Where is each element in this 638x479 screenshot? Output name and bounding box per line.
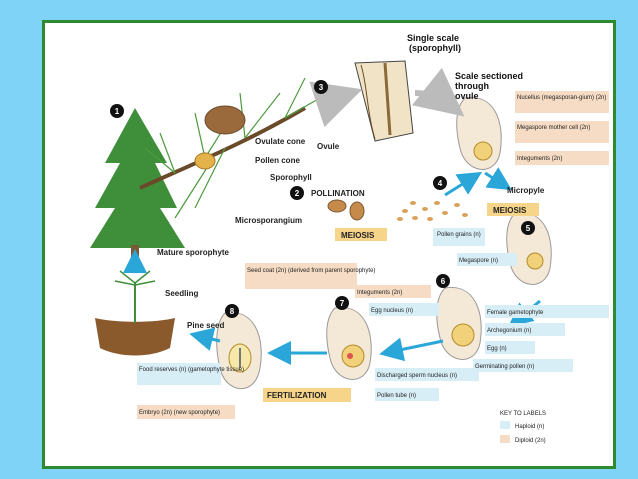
- germinating-pollen-box: [473, 359, 573, 372]
- label-embryo: Embryo (2n) (new sporophyte): [139, 410, 220, 416]
- nucellus-box: [515, 91, 609, 113]
- svg-text:5: 5: [526, 224, 531, 233]
- archegonium-box: [485, 323, 565, 336]
- arrow-to-section: [411, 67, 465, 117]
- integuments-top-box: [515, 151, 609, 165]
- label-scale-sectioned: Scale sectioned: [455, 71, 523, 81]
- svg-text:3: 3: [319, 83, 324, 92]
- arrow-3: [309, 81, 363, 128]
- svg-text:2: 2: [295, 189, 300, 198]
- label-meiosis-right: MEIOSIS: [493, 206, 527, 215]
- svg-text:7: 7: [340, 299, 345, 308]
- key-diploid-swatch: [500, 435, 510, 443]
- sporophyll-illustration: [327, 199, 347, 213]
- step-3: 3: [314, 80, 328, 94]
- diagram-frame: 1 2 3 4 5 6 7 8 Single scale (sporophyll…: [42, 20, 616, 469]
- svg-text:6: 6: [441, 277, 446, 286]
- arrow-ovule-to-meiosis: [484, 167, 513, 191]
- label-seed-coat: Seed coat (2n) (derived from parent spor…: [247, 268, 375, 274]
- key-diploid: Diploid (2n): [515, 438, 546, 444]
- svg-text:1: 1: [115, 107, 120, 116]
- svg-text:4: 4: [438, 179, 443, 188]
- step-5: 5: [521, 221, 535, 235]
- label-pollination: POLLINATION: [311, 189, 365, 198]
- ovule-circle: [473, 141, 493, 161]
- key-title: KEY TO LABELS: [500, 411, 546, 417]
- arrow-pollen-to-ovule: [444, 171, 483, 197]
- integuments-mid-box: [355, 285, 431, 298]
- label-integuments-mid: Integuments (2n): [357, 290, 402, 296]
- label-nucellus: Nucellus (megasporan-gium) (2n): [517, 95, 606, 101]
- arrow-gametophyte-to-fertilization: [379, 337, 444, 362]
- label-egg: Egg (n): [487, 346, 507, 352]
- label-archegonium: Archegonium (n): [487, 328, 531, 334]
- pollen-grains-illustration: [397, 201, 468, 221]
- fertilization-stage-illustration: [326, 307, 372, 380]
- fertilization-box: [263, 388, 351, 402]
- label-female-gametophyte: Female gametophyte: [487, 310, 544, 316]
- label-pollen-cone: Pollen cone: [255, 156, 300, 165]
- archegonium-circle: [451, 323, 475, 347]
- discharged-sperm-box: [375, 368, 479, 381]
- key-haploid-swatch: [500, 421, 510, 429]
- sperm-nucleus: [347, 353, 353, 359]
- label-megaspore: Megaspore (n): [459, 258, 498, 264]
- label-germinating-pollen: Germinating pollen (n): [475, 364, 534, 370]
- seedling-illustration: [95, 270, 175, 356]
- label-micropyle: Micropyle: [507, 186, 545, 195]
- step-8: 8: [225, 304, 239, 318]
- label-meiosis-left: MEIOSIS: [341, 231, 375, 240]
- label-mature-sporophyte: Mature sporophyte: [157, 248, 230, 257]
- label-microsporangium: Microsporangium: [235, 216, 302, 225]
- seed-coat-box: [245, 263, 357, 289]
- megaspore-box: [457, 253, 517, 266]
- label-ovule: Ovule: [317, 142, 340, 151]
- step-2: 2: [290, 186, 304, 200]
- pine-branch-illustration: [139, 77, 321, 219]
- key-legend: KEY TO LABELS Haploid (n) Diploid (2n): [500, 411, 546, 444]
- gametophyte-stage-illustration: [436, 287, 482, 360]
- step-4: 4: [433, 176, 447, 190]
- step-7: 7: [335, 296, 349, 310]
- label-sporophyll: Sporophyll: [270, 173, 312, 182]
- meiosis-right-box: [487, 203, 539, 216]
- label-through: through: [455, 81, 489, 91]
- label-ovule-word: ovule: [455, 91, 479, 101]
- pine-life-cycle-diagram: 1 2 3 4 5 6 7 8 Single scale (sporophyll…: [90, 33, 609, 444]
- label-ovulate-cone: Ovulate cone: [255, 137, 306, 146]
- label-pine-seed: Pine seed: [187, 321, 224, 330]
- label-single-scale: Single scale: [407, 33, 459, 43]
- step-1: 1: [110, 104, 124, 118]
- label-seedling: Seedling: [165, 289, 198, 298]
- embryo-box: [137, 405, 235, 419]
- svg-text:8: 8: [230, 307, 235, 316]
- label-egg-nucleus: Egg nucleus (n): [371, 308, 413, 314]
- label-sporophyll-paren: (sporophyll): [409, 43, 461, 53]
- pine-tree-illustration: [90, 108, 185, 259]
- female-gametophyte-box: [485, 305, 609, 318]
- label-pollen-tube: Pollen tube (n): [377, 393, 416, 399]
- step-6: 6: [436, 274, 450, 288]
- label-discharged-sperm: Discharged sperm nucleus (n): [377, 373, 457, 379]
- food-reserves-box: [137, 363, 221, 385]
- megaspore-mother-box: [515, 121, 609, 143]
- microsporangium-illustration: [349, 201, 365, 221]
- label-megaspore-mother: Megaspore mother cell (2n): [517, 125, 590, 131]
- label-food-reserves: Food reserves (n) (gametophyte tissue): [139, 367, 244, 373]
- label-pollen-grains: Pollen grains (n): [437, 232, 481, 238]
- arrow-seed-to-seedling: [189, 327, 221, 351]
- megaspore-circle: [526, 252, 544, 270]
- label-integuments-top: Integuments (2n): [517, 156, 562, 162]
- sporophyll-scale-illustration: [354, 60, 414, 142]
- pollen-grains-box: [433, 228, 485, 246]
- label-fertilization: FERTILIZATION: [267, 391, 327, 400]
- egg-nucleus-box: [369, 303, 439, 316]
- egg-box: [485, 341, 535, 354]
- key-haploid: Haploid (n): [515, 424, 544, 430]
- meiosis-left-box: [335, 228, 387, 241]
- pollen-tube-box: [375, 388, 439, 401]
